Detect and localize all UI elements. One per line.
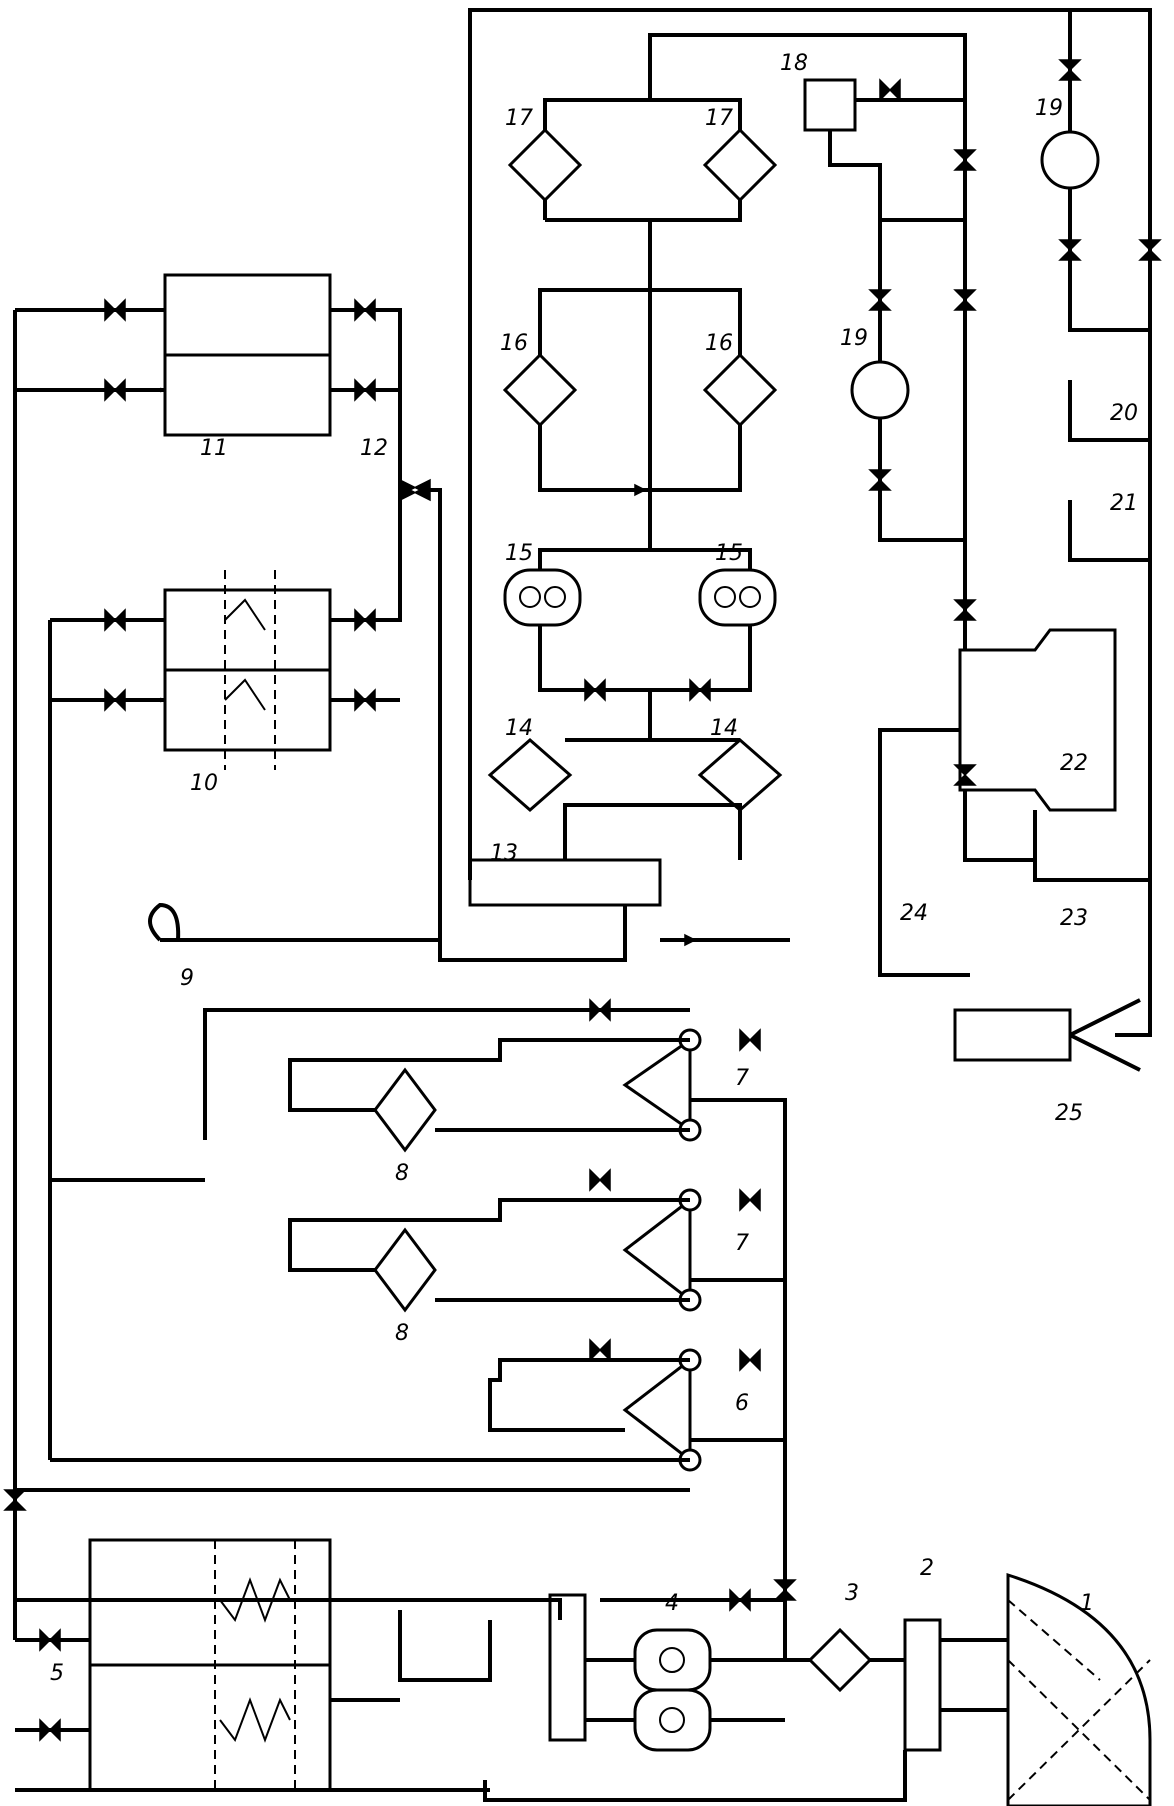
separator-7-lower [622,1188,702,1312]
valves [3,59,1162,1742]
separator-7-upper [622,1028,702,1142]
label-16a: 16 [500,331,528,356]
equipment [88,78,1152,1806]
label-14b: 14 [710,716,738,741]
outlet-9 [148,902,181,942]
tank-22 [958,628,1117,812]
separator-6 [622,1348,702,1472]
filter-14-left [487,738,573,812]
label-25: 25 [1055,1101,1083,1126]
pump-4 [633,1628,712,1752]
outlet-25 [953,998,1141,1072]
filter-16-left [502,352,578,428]
tank-1 [1006,1572,1152,1806]
label-21: 21 [1110,491,1138,516]
filter-17-left [507,127,583,203]
label-8b: 8 [395,1161,409,1186]
heater-8-upper [373,1067,437,1153]
unit-11 [163,273,332,437]
labels: 1 2 3 4 5 6 7 7 8 8 9 10 11 12 13 14 14 … [50,51,1138,1686]
heater-unit-5 [88,1538,332,1792]
label-9: 9 [180,966,194,991]
pump-15-left [503,568,582,627]
label-14a: 14 [505,716,533,741]
label-1: 1 [1080,1591,1094,1616]
label-3: 3 [845,1581,859,1606]
pump-15-right [698,568,777,627]
label-20: 20 [1110,401,1138,426]
label-6: 6 [735,1391,749,1416]
heater-8-lower [373,1227,437,1313]
label-23: 23 [1060,906,1088,931]
filter-14-right [697,738,783,812]
label-2: 2 [920,1556,934,1581]
label-13: 13 [490,841,518,866]
piping [13,8,1152,1802]
label-5: 5 [50,1661,64,1686]
label-18: 18 [780,51,808,76]
label-10: 10 [190,771,218,796]
label-4: 4 [665,1591,679,1616]
unit-10 [163,570,332,770]
tank-19-right [1040,130,1100,190]
label-11: 11 [200,436,228,461]
tank-18 [803,78,857,132]
label-24: 24 [900,901,928,926]
label-15a: 15 [505,541,533,566]
label-12: 12 [360,436,388,461]
label-7a: 7 [735,1231,749,1256]
heat-exchanger-5 [548,1593,587,1742]
tank-19-left [850,360,910,420]
label-7b: 7 [735,1066,749,1091]
filter-17-right [702,127,778,203]
label-17b: 17 [705,106,733,131]
filter-16-right [702,352,778,428]
label-19a: 19 [840,326,868,351]
label-22: 22 [1060,751,1088,776]
three-way-valve-12 [399,478,431,502]
label-16b: 16 [705,331,733,356]
label-17a: 17 [505,106,533,131]
label-8a: 8 [395,1321,409,1346]
column-13 [468,858,662,907]
label-15b: 15 [715,541,743,566]
filter-3 [807,1627,873,1693]
label-19b: 19 [1035,96,1063,121]
heat-exchanger-2 [903,1618,942,1752]
